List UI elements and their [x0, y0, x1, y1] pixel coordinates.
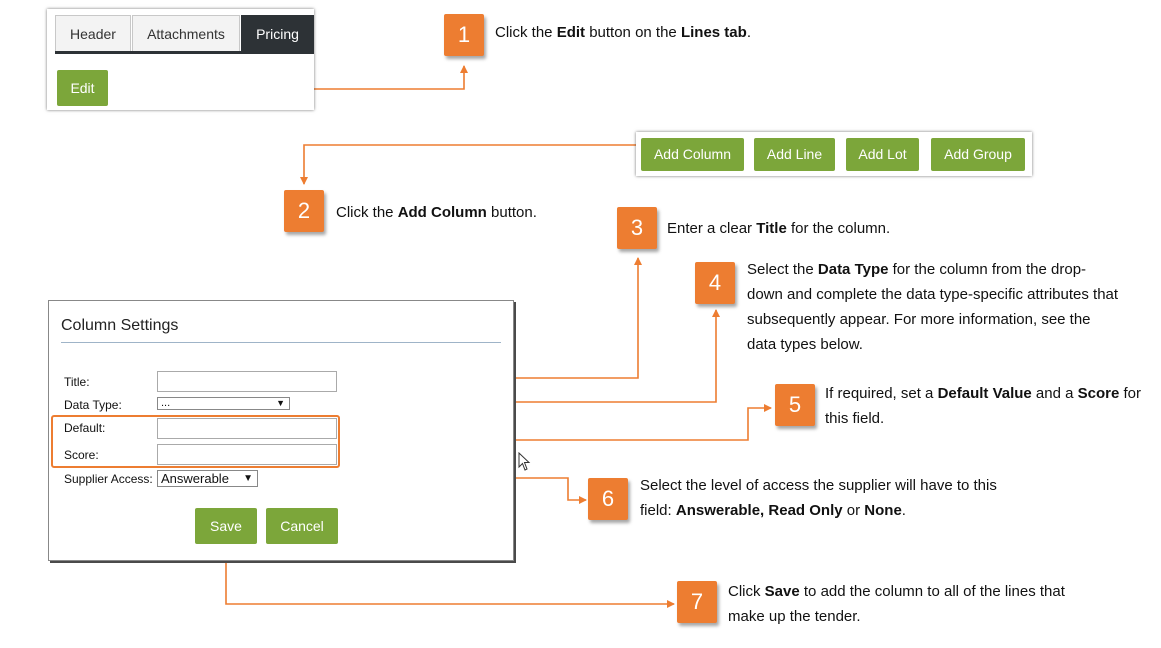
step-text-run: . — [746, 24, 751, 41]
step-text-run: Default Value — [937, 385, 1032, 402]
title-label: Title: — [64, 375, 90, 389]
step-text-run: for this field. — [825, 385, 1142, 427]
step-text-run: If required, set a — [825, 385, 938, 402]
step-1-badge: 1 — [444, 14, 484, 56]
step-text-run: Data Type — [817, 261, 889, 278]
dialog-title: Column Settings — [61, 317, 179, 334]
add-line-button[interactable]: Add Line — [754, 138, 835, 171]
supplier-access-label: Supplier Access: — [64, 472, 153, 486]
step-2-badge: 2 — [284, 190, 324, 232]
cancel-button[interactable]: Cancel — [266, 508, 338, 544]
lines-toolbar: Add Column Add Line Add Lot Add Group — [636, 132, 1032, 176]
data-type-select[interactable]: ... ▼ — [157, 397, 290, 410]
tab-pricing[interactable]: Pricing — [241, 15, 314, 51]
step-text-run: for the column. — [786, 220, 891, 237]
dropdown-arrow-icon: ▼ — [243, 473, 253, 484]
title-divider — [61, 342, 501, 343]
tabs-panel: Header Attachments Pricing Edit — [47, 9, 314, 110]
step-4-text: Select the Data Type for the column from… — [747, 257, 1119, 357]
mouse-cursor-icon — [518, 452, 531, 471]
step-3-badge: 3 — [617, 207, 657, 249]
tabs-underline — [55, 51, 314, 54]
step-2-text: Click the Add Column button. — [336, 200, 616, 225]
step-text-run: or — [842, 502, 865, 519]
step-1-text: Click the Edit button on the Lines tab. — [495, 20, 915, 45]
step-text-run: Enter a clear — [667, 220, 757, 237]
data-type-value: ... — [161, 397, 171, 409]
step-text-run: Lines tab — [680, 24, 747, 41]
step-text-run: . — [901, 502, 906, 519]
step-6-badge: 6 — [588, 478, 628, 520]
step-text-run: Click the — [495, 24, 557, 41]
step-text-run: Click — [728, 583, 765, 600]
step-7-text: Click Save to add the column to all of t… — [728, 579, 1100, 629]
step-6-text: Select the level of access the supplier … — [640, 473, 1012, 523]
connector-step-7 — [225, 543, 675, 608]
step-text-run: button on the — [585, 24, 681, 41]
connector-step-2 — [300, 144, 640, 185]
save-button[interactable]: Save — [195, 508, 257, 544]
step-text-run: Score — [1077, 385, 1120, 402]
step-text-run: Select the level of access the supplier … — [640, 477, 997, 519]
step-text-run: to add the column to all of the lines th… — [728, 583, 1065, 625]
supplier-access-value: Answerable — [161, 471, 229, 486]
data-type-label: Data Type: — [64, 398, 122, 412]
tab-header[interactable]: Header — [55, 15, 131, 51]
step-text-run: button. — [486, 204, 537, 221]
highlight-box — [51, 415, 340, 468]
step-text-run: Save — [764, 583, 800, 600]
step-5-badge: 5 — [775, 384, 815, 426]
connector-step-5 — [340, 404, 772, 441]
title-input[interactable] — [157, 371, 337, 392]
step-text-run: and a — [1031, 385, 1078, 402]
step-3-text: Enter a clear Title for the column. — [667, 216, 967, 241]
column-settings-dialog: Column Settings Title: Data Type: ... ▼ … — [48, 300, 514, 561]
edit-button[interactable]: Edit — [57, 70, 108, 106]
step-5-text: If required, set a Default Value and a S… — [825, 381, 1160, 431]
default-input[interactable] — [157, 418, 337, 439]
step-text-run: for the column from the drop-down and co… — [747, 261, 1119, 353]
score-label: Score: — [64, 448, 99, 462]
step-text-run: None — [864, 502, 902, 519]
supplier-access-select[interactable]: Answerable ▼ — [157, 470, 258, 487]
step-7-badge: 7 — [677, 581, 717, 623]
step-text-run: Answerable, Read Only — [675, 502, 843, 519]
add-group-button[interactable]: Add Group — [931, 138, 1025, 171]
score-input[interactable] — [157, 444, 337, 465]
step-text-run: Select the — [747, 261, 818, 278]
step-4-badge: 4 — [695, 262, 735, 304]
add-lot-button[interactable]: Add Lot — [846, 138, 919, 171]
default-label: Default: — [64, 421, 106, 435]
step-text-run: Click the — [336, 204, 398, 221]
tab-attachments[interactable]: Attachments — [132, 15, 240, 51]
step-text-run: Edit — [556, 24, 586, 41]
step-text-run: Title — [756, 220, 787, 237]
step-text-run: Add Column — [397, 204, 487, 221]
dropdown-arrow-icon: ▼ — [276, 398, 285, 408]
add-column-button[interactable]: Add Column — [641, 138, 744, 171]
